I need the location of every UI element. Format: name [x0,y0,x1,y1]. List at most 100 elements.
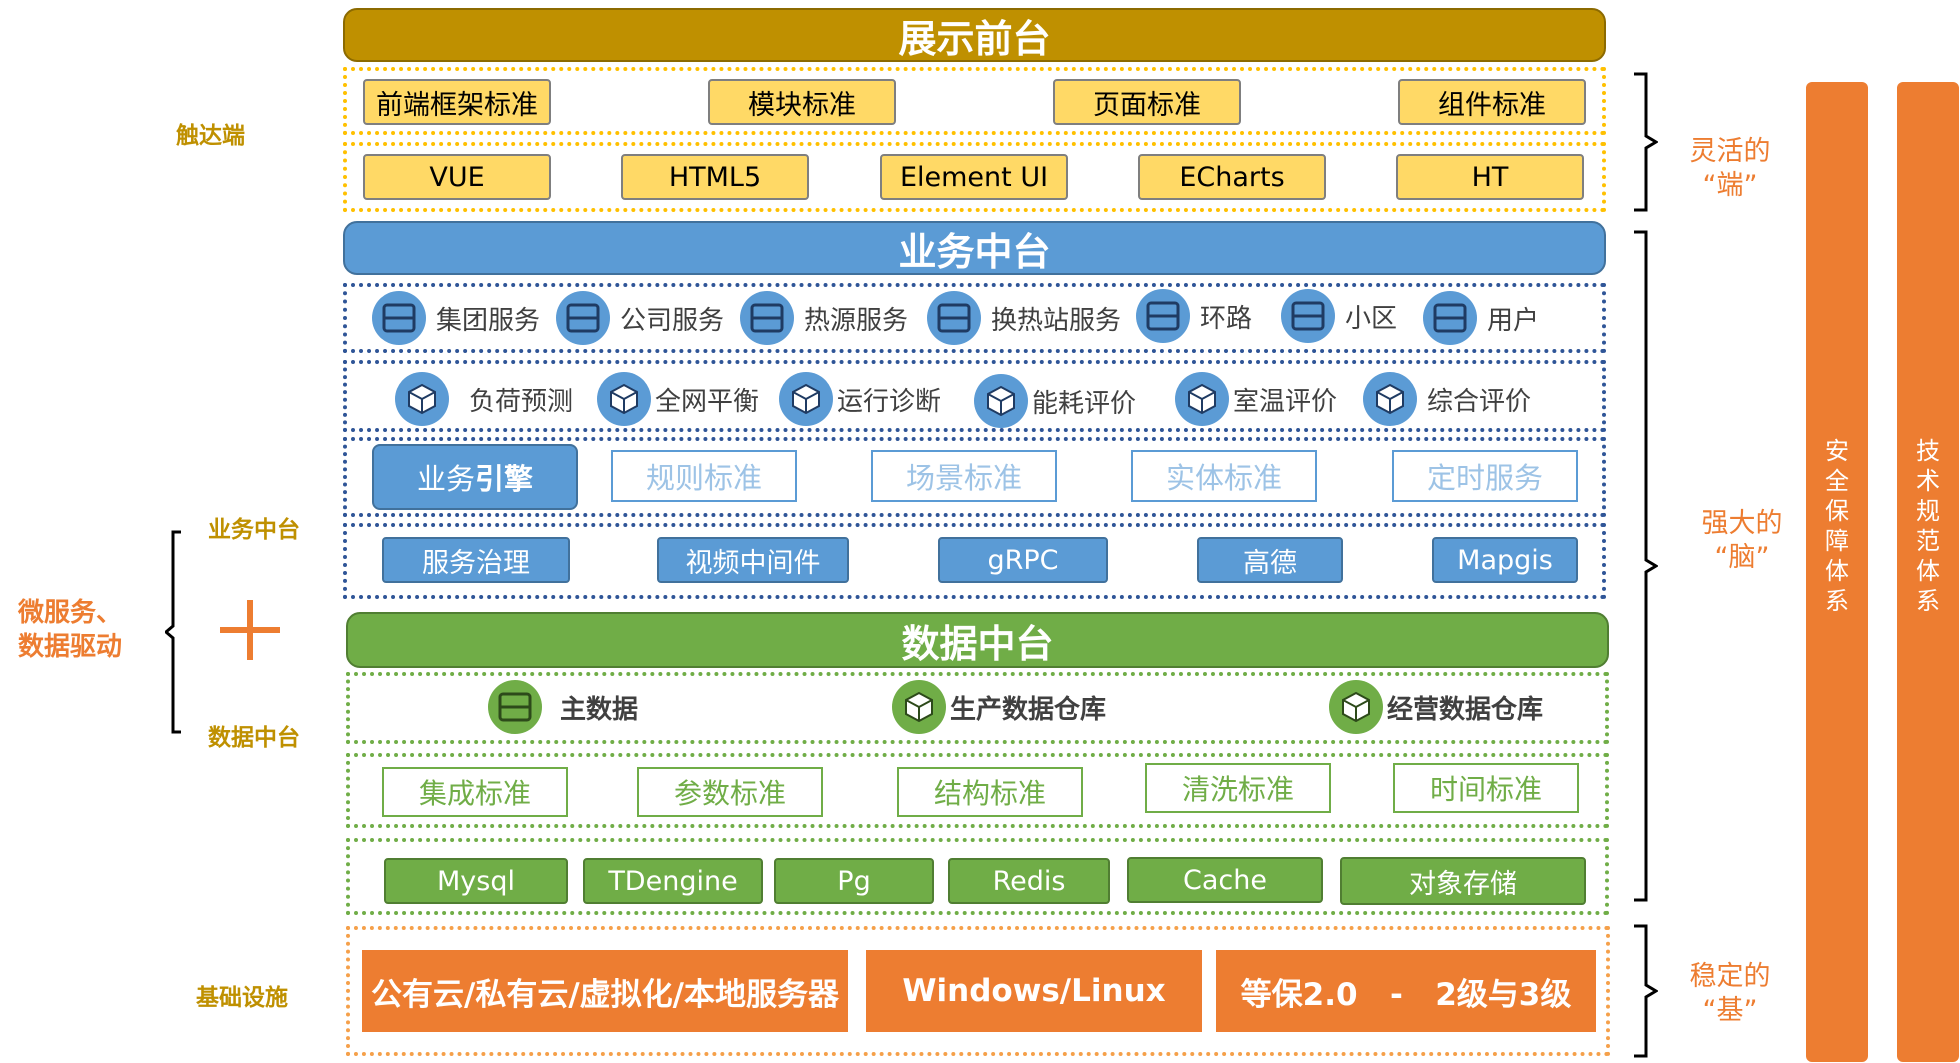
business-middleware-frame [343,523,1606,599]
analytics-network-balance: 全网平衡 [597,372,759,426]
security-char: 系 [1825,587,1849,615]
service-loop: 环路 [1136,289,1252,343]
server-icon [1423,291,1477,345]
label-strong-brain: 强大的 “脑” [1692,507,1792,575]
infra-frame [346,926,1610,1056]
middleware-video: 视频中间件 [657,537,849,583]
brain-line-1: 强大的 [1701,508,1783,539]
engine-rule-standard: 规则标准 [611,450,797,502]
combo-line-2: 数据驱动 [18,632,123,662]
tech-vue: VUE [363,154,551,200]
standard-module: 模块标准 [708,79,896,125]
label-stable-base: 稳定的 “基” [1680,960,1780,1028]
plus-icon [220,600,280,660]
infra-security-level: 等保2.0 - 2级与3级 [1216,950,1596,1032]
base-line-1: 稳定的 [1689,961,1771,992]
store-cache: Cache [1127,857,1323,903]
combo-line-1: 微服务、 [18,598,123,628]
data-standard-parameter: 参数标准 [637,767,823,817]
frontend-header: 展示前台 [343,8,1606,62]
engine-prefix: 业务 [416,462,475,496]
server-icon [556,291,610,345]
data-standard-integration: 集成标准 [382,767,568,817]
data-header: 数据中台 [346,612,1609,668]
right-bracket-end [1632,72,1659,212]
middleware-mapgis: Mapgis [1432,537,1578,583]
data-standard-cleansing: 清洗标准 [1145,763,1331,813]
cube-icon [974,374,1028,428]
security-char: 障 [1825,527,1849,555]
left-bracket [163,530,183,734]
service-label: 用户 [1487,305,1540,336]
middleware-governance: 服务治理 [382,537,570,583]
cube-icon [1329,680,1383,734]
cube-icon [1175,372,1229,426]
analytics-label: 室温评价 [1233,386,1338,417]
analytics-label: 综合评价 [1427,386,1532,417]
engine-strong: 引擎 [475,462,534,496]
service-label: 环路 [1200,303,1253,334]
warehouse-production: 生产数据仓库 [892,680,1106,734]
analytics-label: 负荷预测 [469,386,574,417]
business-services-frame [343,283,1606,353]
label-business-platform: 业务中台 [208,517,300,543]
engine-entity-standard: 实体标准 [1131,450,1317,502]
label-microservice: 微服务、 数据驱动 [18,596,122,664]
label-data-platform: 数据中台 [208,725,300,751]
end-line-2: “端” [1702,170,1758,201]
right-bracket-brain [1632,230,1659,902]
service-heat-station: 换热站服务 [927,291,1121,345]
server-icon [488,680,542,734]
cube-icon [1363,372,1417,426]
tech-ht: HT [1396,154,1584,200]
engine-timed-service: 定时服务 [1392,450,1578,502]
analytics-diagnosis: 运行诊断 [779,372,941,426]
business-engine-frame [343,437,1606,517]
analytics-label: 运行诊断 [837,386,942,417]
business-analytics-frame [343,360,1606,432]
tech-html5: HTML5 [621,154,809,200]
tech-spec-system-bar: 技 术 规 范 体 系 [1897,82,1959,1062]
service-label: 热源服务 [804,305,909,336]
server-icon [1136,289,1190,343]
data-stores-frame [346,838,1609,915]
analytics-room-temp: 室温评价 [1175,372,1337,426]
security-char: 安 [1825,437,1849,465]
middleware-gaode: 高德 [1197,537,1343,583]
infra-cloud: 公有云/私有云/虚拟化/本地服务器 [362,950,848,1032]
analytics-energy: 能耗评价 [974,374,1136,428]
brain-line-2: “脑” [1714,542,1770,573]
analytics-label: 全网平衡 [655,386,760,417]
data-standards-frame [346,753,1609,828]
tech-spec-char: 范 [1916,527,1940,555]
standard-component: 组件标准 [1398,79,1586,125]
end-line-1: 灵活的 [1689,136,1771,167]
business-engine: 业务引擎 [372,444,578,510]
service-group: 集团服务 [372,291,540,345]
data-standard-structure: 结构标准 [897,767,1083,817]
store-object: 对象存储 [1340,857,1586,905]
service-label: 集团服务 [436,305,541,336]
standard-frontend-framework: 前端框架标准 [363,79,551,125]
server-icon [1281,289,1335,343]
warehouse-label: 生产数据仓库 [950,694,1107,725]
service-heat-source: 热源服务 [740,291,908,345]
data-standard-time: 时间标准 [1393,763,1579,813]
server-icon [927,291,981,345]
server-icon [740,291,794,345]
service-label: 公司服务 [620,305,725,336]
label-touch-end: 触达端 [176,123,245,149]
security-char: 保 [1825,497,1849,525]
warehouse-label: 经营数据仓库 [1387,694,1544,725]
frontend-tech-frame [343,142,1606,212]
data-warehouse-frame [346,672,1609,744]
cube-icon [892,680,946,734]
store-redis: Redis [948,858,1110,904]
tech-echarts: ECharts [1138,154,1326,200]
engine-scene-standard: 场景标准 [871,450,1057,502]
service-label: 小区 [1345,303,1398,334]
business-header: 业务中台 [343,221,1606,275]
tech-spec-char: 术 [1916,467,1940,495]
service-company: 公司服务 [556,291,724,345]
security-char: 全 [1825,467,1849,495]
